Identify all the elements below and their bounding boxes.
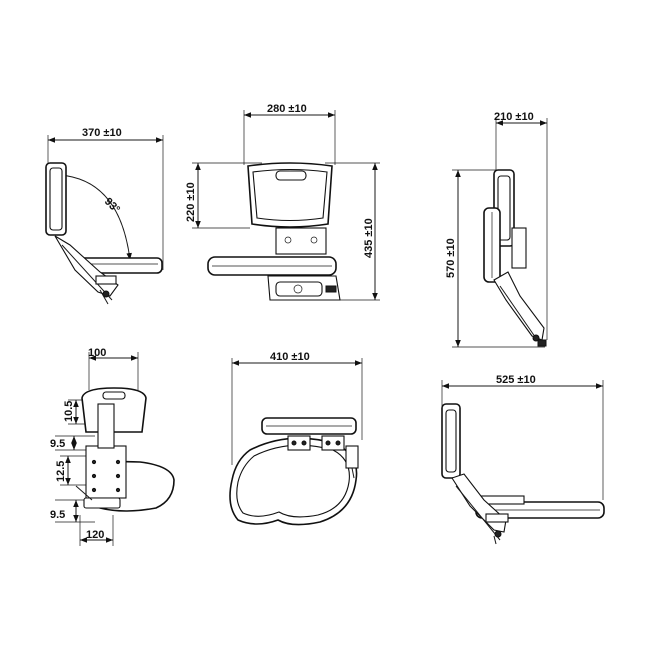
dim-435: 435 ±10 xyxy=(363,218,375,258)
side-open-view: 525 ±10 xyxy=(441,374,605,545)
dim-280: 280 ±10 xyxy=(267,103,307,115)
dim-12-5: 12.5 xyxy=(55,461,67,482)
angle-93: 93° xyxy=(102,196,122,216)
side-folded-view: 210 ±10 570 ±10 xyxy=(445,111,548,348)
dim-370: 370 ±10 xyxy=(82,127,122,139)
dim-120: 120 xyxy=(86,529,104,541)
top-detail-view: 100 10.5 9.5 12.5 9.5 120 xyxy=(50,347,175,546)
dim-525: 525 ±10 xyxy=(496,374,536,386)
dim-9-5-bottom: 9.5 xyxy=(50,509,65,521)
front-view: 280 ±10 220 ±10 435 ±10 xyxy=(185,103,380,301)
top-view: 410 ±10 xyxy=(229,351,363,526)
dim-100: 100 xyxy=(88,347,106,359)
dim-410: 410 ±10 xyxy=(270,351,310,363)
dim-9-5-top: 9.5 xyxy=(50,438,65,450)
dim-10-5: 10.5 xyxy=(63,401,75,422)
side-recline-view: 370 ±10 93° xyxy=(45,127,164,305)
dim-220: 220 ±10 xyxy=(185,182,197,222)
dim-210: 210 ±10 xyxy=(494,111,534,123)
dim-570: 570 ±10 xyxy=(445,238,457,278)
